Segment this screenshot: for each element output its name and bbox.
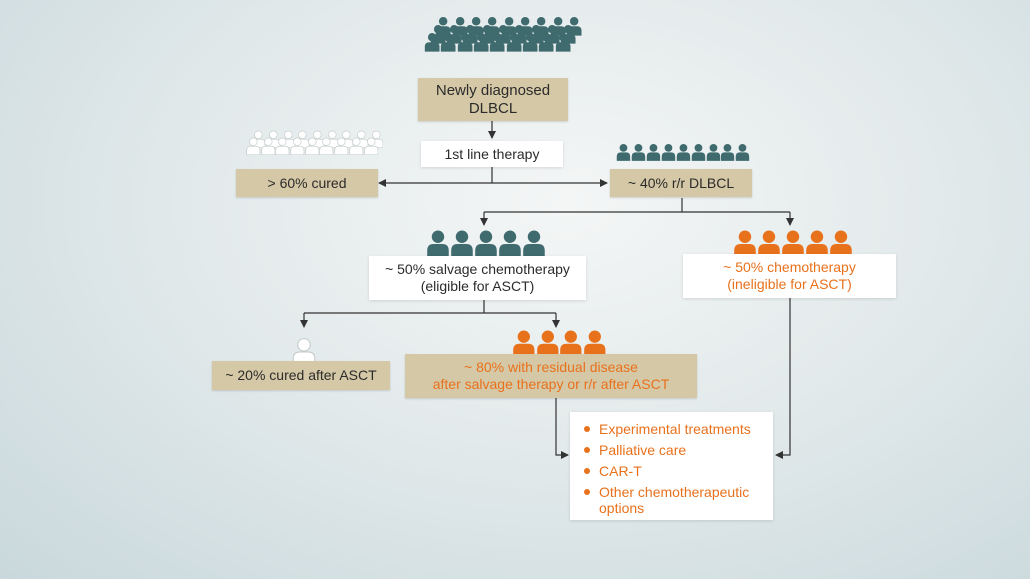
person-icon	[275, 138, 290, 156]
node-first-line-therapy: 1st line therapy	[421, 141, 563, 167]
node-salvage-chemo-line2: (eligible for ASCT)	[420, 278, 535, 294]
node-cured-20-label: ~ 20% cured after ASCT	[225, 367, 377, 383]
node-chemo-ineligible-line2: (ineligible for ASCT)	[727, 276, 852, 292]
node-treatment-options: Experimental treatments Palliative care …	[570, 412, 773, 520]
node-residual-disease-line2: after salvage therapy or r/r after ASCT	[432, 376, 670, 392]
person-icon	[499, 230, 521, 258]
treatment-options-list: Experimental treatments Palliative care …	[582, 421, 763, 516]
node-newly-diagnosed-line2: DLBCL	[468, 99, 518, 117]
node-residual-disease-line1: ~ 80% with residual disease	[464, 359, 638, 375]
node-salvage-chemo-line1: ~ 50% salvage chemotherapy	[385, 261, 570, 277]
person-icon	[506, 33, 522, 53]
person-icon	[261, 138, 275, 156]
person-icon	[560, 330, 582, 358]
option-item-car-t: CAR-T	[582, 463, 763, 479]
option-item-other-chemo: Other chemotherapeutic options	[582, 484, 763, 516]
person-icon	[513, 330, 535, 358]
people-group-newly-diagnosed	[424, 16, 582, 74]
person-icon	[584, 330, 606, 358]
person-icon	[457, 33, 473, 53]
node-chemo-ineligible-line1: ~ 50% chemotherapy	[723, 259, 856, 275]
people-group-residual	[512, 329, 606, 358]
people-group-chemo-ineligible	[733, 229, 852, 258]
node-chemo-ineligible: ~ 50% chemotherapy (ineligible for ASCT)	[683, 254, 896, 298]
person-icon	[676, 143, 690, 161]
person-icon	[631, 143, 646, 161]
person-icon	[319, 138, 334, 156]
people-group-cured-20	[292, 337, 316, 366]
people-group-cured-60	[246, 130, 383, 168]
node-newly-diagnosed-line1: Newly diagnosed	[435, 81, 551, 99]
node-first-line-therapy-label: 1st line therapy	[444, 145, 540, 162]
person-icon	[427, 230, 449, 258]
person-icon	[475, 230, 497, 258]
person-icon	[661, 143, 675, 161]
person-icon	[555, 33, 571, 53]
person-icon	[349, 138, 364, 156]
person-icon	[646, 143, 661, 161]
node-rr-40-label: ~ 40% r/r DLBCL	[627, 174, 735, 191]
option-item-experimental: Experimental treatments	[582, 421, 763, 437]
person-icon	[490, 33, 505, 53]
person-icon	[334, 138, 349, 156]
node-rr-40: ~ 40% r/r DLBCL	[610, 169, 752, 197]
people-group-rr-40	[616, 143, 750, 169]
person-icon	[305, 138, 319, 156]
option-item-palliative: Palliative care	[582, 442, 763, 458]
person-icon	[473, 33, 489, 53]
arrow-residual-to-options	[555, 398, 569, 459]
person-icon	[536, 330, 559, 358]
person-icon	[363, 138, 378, 156]
person-icon	[539, 33, 554, 53]
person-icon	[721, 143, 735, 161]
node-salvage-chemo: ~ 50% salvage chemotherapy (eligible for…	[369, 256, 586, 300]
person-icon	[736, 143, 750, 161]
node-newly-diagnosed: Newly diagnosed DLBCL	[418, 78, 568, 121]
node-cured-60-label: > 60% cured	[267, 174, 347, 191]
person-icon	[441, 33, 456, 53]
person-icon	[246, 138, 261, 156]
person-icon	[424, 33, 440, 53]
node-cured-20: ~ 20% cured after ASCT	[212, 361, 390, 390]
node-cured-60: > 60% cured	[236, 169, 378, 197]
people-group-salvage	[426, 229, 545, 258]
person-icon	[691, 143, 705, 161]
person-icon	[522, 33, 538, 53]
person-icon	[706, 143, 720, 161]
person-icon	[451, 230, 473, 258]
arrow-ineligible-to-options	[775, 298, 791, 459]
person-icon	[616, 143, 631, 161]
person-icon	[290, 138, 305, 156]
node-residual-disease: ~ 80% with residual disease after salvag…	[405, 354, 697, 398]
person-icon	[522, 230, 545, 258]
